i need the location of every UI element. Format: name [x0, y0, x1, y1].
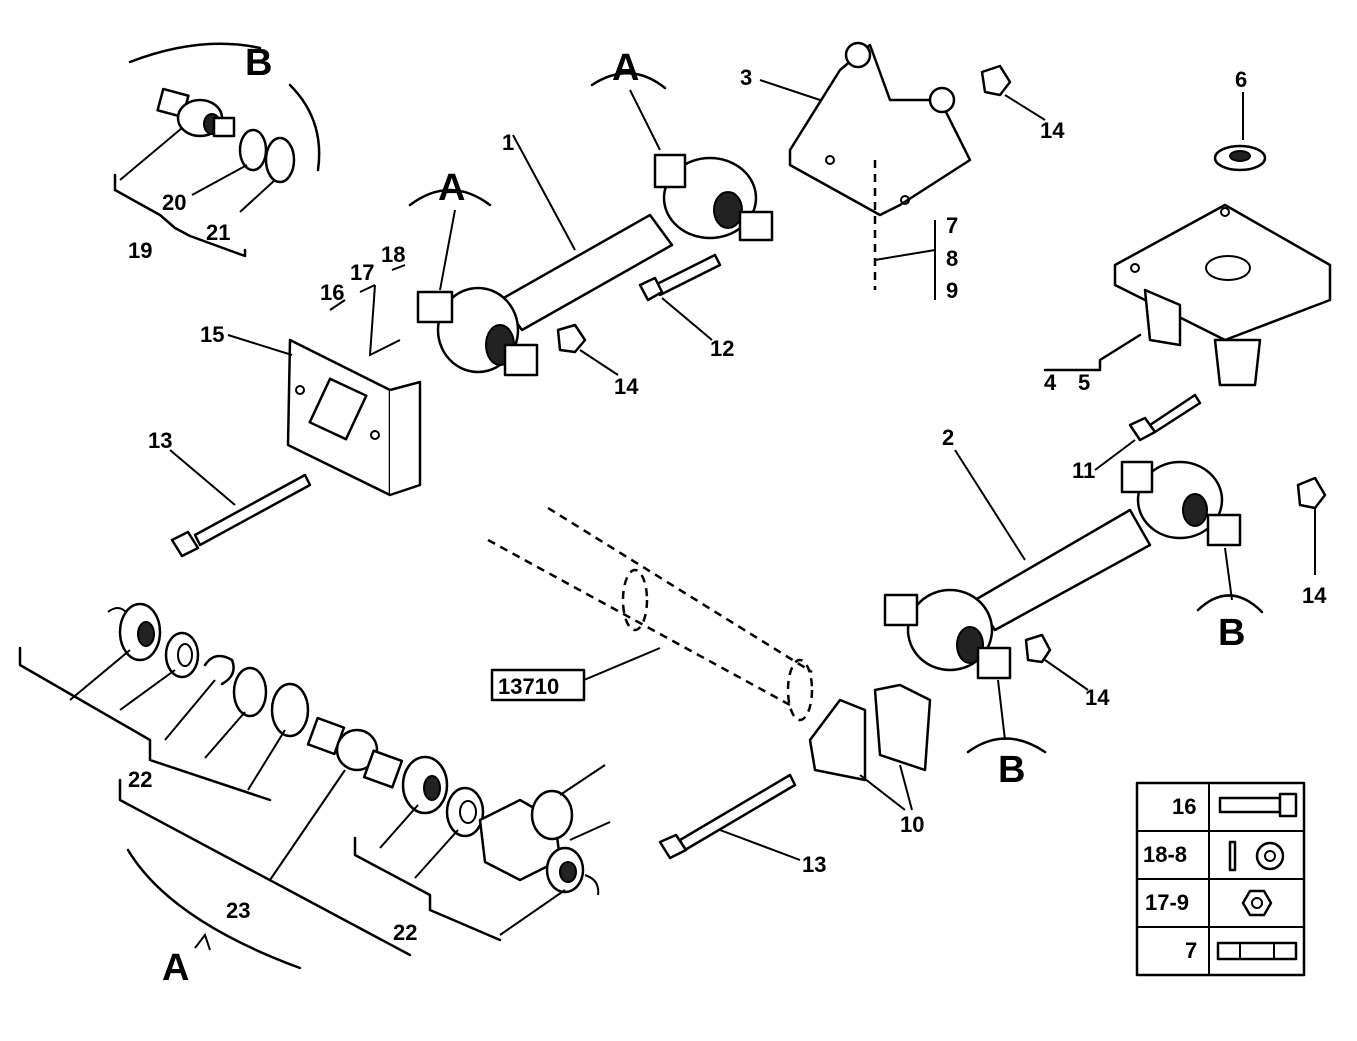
callout-16: 16	[320, 280, 344, 305]
detail-label-b: B	[245, 42, 272, 84]
bolt-icon	[1218, 792, 1298, 818]
callout-10: 10	[900, 812, 924, 837]
bolt-12	[638, 253, 722, 302]
callout-19: 19	[128, 238, 152, 263]
callout-13-b: 13	[802, 852, 826, 877]
detail-a-bottom-left	[18, 602, 611, 970]
callout-8: 8	[946, 246, 958, 271]
callout-7: 7	[946, 213, 958, 238]
rod-outline-dashed	[487, 506, 814, 722]
callout-14-c: 14	[1302, 583, 1327, 608]
callout-4: 4	[1044, 370, 1057, 395]
hardware-legend-table: 16 18-8 17-9 7	[1135, 781, 1306, 977]
clamp-halves-10	[808, 683, 932, 782]
callout-22-a: 22	[128, 767, 152, 792]
bolt-11	[1128, 393, 1202, 442]
callout-14-b: 14	[1040, 118, 1065, 143]
ball-joint-part	[156, 87, 236, 138]
callout-17: 17	[350, 260, 374, 285]
stud-icon	[1216, 941, 1298, 961]
bolt-13-b	[658, 773, 797, 860]
callout-21: 21	[206, 220, 230, 245]
ref-code-box	[490, 668, 586, 702]
legend-label-17-9: 17-9	[1145, 890, 1189, 915]
callout-3: 3	[740, 65, 752, 90]
nut-14-c	[1296, 476, 1327, 510]
callout-14-a: 14	[614, 374, 639, 399]
detail-label-a-rod1-left: A	[438, 167, 465, 209]
callout-20: 20	[162, 190, 186, 215]
torque-rod-2	[883, 460, 1242, 680]
detail-label-a-bottom: A	[162, 947, 189, 989]
detail-b-top-left: B 20 21 19	[113, 42, 321, 263]
legend-label-18-8: 18-8	[1143, 842, 1187, 867]
callout-12: 12	[710, 336, 734, 361]
detail-label-a-rod1-right: A	[612, 47, 639, 89]
nut-14-d	[1024, 633, 1052, 664]
callout-2: 2	[942, 425, 954, 450]
callout-22-b: 22	[393, 920, 417, 945]
detail-label-b-rod2-left: B	[998, 749, 1025, 791]
callout-1: 1	[502, 130, 514, 155]
nut-14-b	[980, 64, 1012, 97]
o-ring-part	[238, 128, 268, 172]
callout-23: 23	[226, 898, 250, 923]
callout-11: 11	[1072, 458, 1095, 483]
mounting-plate-15	[286, 338, 422, 497]
ref-code-13710: 13710	[498, 674, 559, 699]
washer-icon	[1228, 840, 1285, 872]
frame-bracket-3	[788, 41, 972, 217]
callout-13-a: 13	[148, 428, 172, 453]
bolt-13-a	[170, 473, 312, 558]
callout-14-d: 14	[1085, 685, 1110, 710]
torque-rod-1	[416, 153, 774, 377]
detail-label-b-rod2-right: B	[1218, 612, 1245, 654]
callout-5: 5	[1078, 370, 1090, 395]
callout-15: 15	[200, 322, 224, 347]
callout-6: 6	[1235, 67, 1247, 92]
legend-label-7: 7	[1185, 938, 1197, 963]
retaining-ring-part	[264, 136, 296, 184]
callout-9: 9	[946, 278, 958, 303]
axle-bracket-4-5	[1113, 203, 1332, 387]
hex-nut-icon	[1241, 889, 1273, 917]
nut-14-a	[556, 323, 587, 354]
legend-label-16: 16	[1172, 794, 1196, 819]
callout-18: 18	[381, 242, 405, 267]
